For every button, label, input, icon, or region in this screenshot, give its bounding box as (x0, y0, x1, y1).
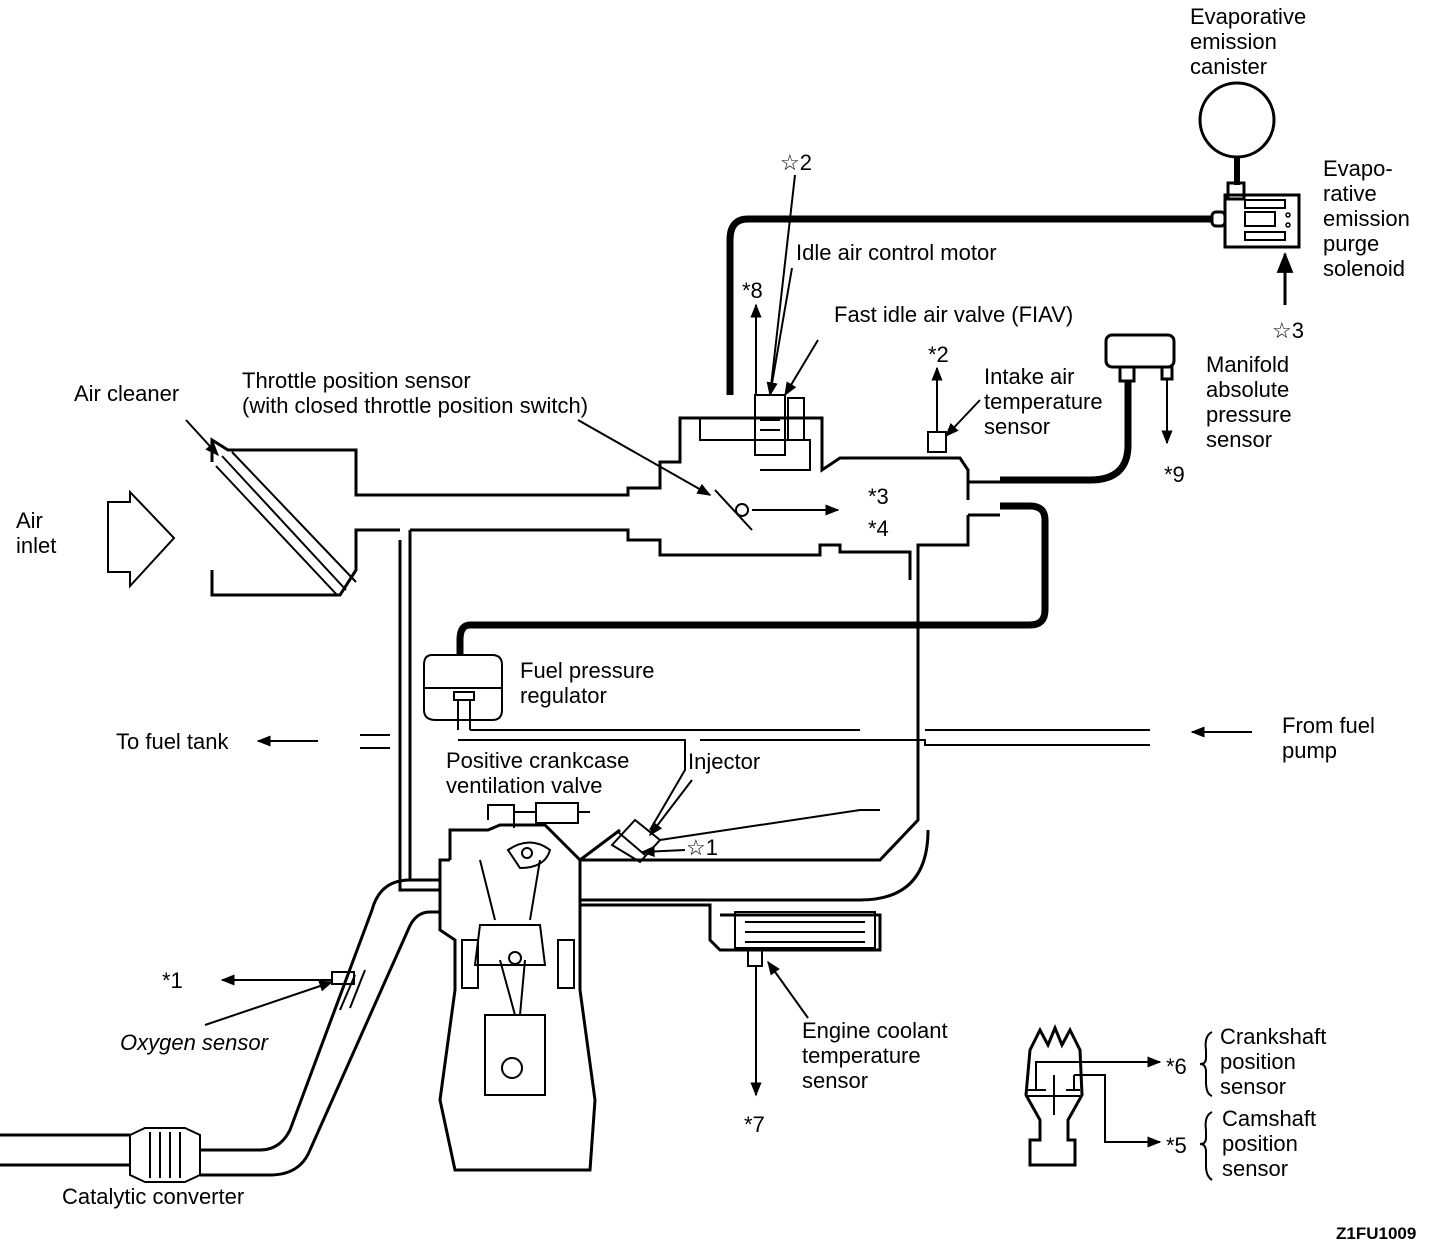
label-star2: ☆2 (780, 150, 812, 175)
air-inlet-arrow (107, 489, 176, 589)
label-catalytic-converter: Catalytic converter (62, 1184, 245, 1209)
throttle-plate (714, 489, 753, 531)
label-to-fuel-tank: To fuel tank (116, 729, 229, 754)
label-ref9: *9 (1164, 462, 1185, 487)
label-fiav: Fast idle air valve (FIAV) (834, 302, 1074, 327)
iac-leader (766, 267, 793, 397)
label-evap-purge-solenoid: Evapo- rative emission purge solenoid (1323, 156, 1410, 281)
iat-leader (945, 399, 981, 438)
distributor-shape (1024, 1024, 1084, 1167)
evap-canister-shape (1198, 81, 1276, 159)
label-oxygen-sensor: Oxygen sensor (120, 1030, 268, 1055)
star1-arrow (640, 845, 686, 858)
injector-shape (610, 818, 662, 864)
label-camshaft-position-sensor: Camshaft position sensor (1222, 1106, 1317, 1181)
label-fuel-pressure-regulator: Fuel pressure regulator (520, 658, 655, 708)
oxygen-sensor-shape (331, 971, 355, 985)
map-sensor-shape (1104, 333, 1176, 383)
star2-leader (769, 174, 796, 396)
label-ref7: *7 (744, 1112, 765, 1137)
label-ref4: *4 (868, 516, 889, 541)
label-ref3: *3 (868, 484, 889, 509)
label-ref1: *1 (162, 968, 183, 993)
ref6-arrow (1035, 1056, 1162, 1070)
label-ref8: *8 (742, 278, 763, 303)
label-ref2: *2 (928, 342, 949, 367)
exhaust-pipe-shape (0, 878, 440, 1177)
iat-sensor-shape (927, 431, 947, 453)
pcv-valve-shape (487, 802, 590, 828)
fuel-pressure-regulator-shape (423, 654, 503, 730)
label-ref6: *6 (1166, 1054, 1187, 1079)
purge-hose (726, 215, 1212, 395)
water-jacket-shape (734, 911, 876, 949)
label-air-cleaner: Air cleaner (74, 381, 180, 406)
label-pcv-valve: Positive crankcase ventilation valve (446, 748, 630, 798)
label-engine-coolant-temp-sensor: Engine coolant temperature sensor (802, 1018, 948, 1093)
label-injector: Injector (688, 749, 761, 774)
label-idle-air-control-motor: Idle air control motor (796, 240, 997, 265)
label-air-inlet: Air inlet (16, 508, 57, 558)
crank-brace (1199, 1031, 1213, 1097)
fiav-leader (784, 339, 819, 397)
label-evap-canister: Evaporative emission canister (1190, 4, 1307, 79)
ref5-arrow (1074, 1074, 1162, 1148)
label-star1: ☆1 (686, 835, 718, 860)
oxygen-sensor-leader (204, 980, 334, 1026)
label-throttle-position-sensor: Throttle position sensor (with closed th… (242, 368, 589, 418)
injector-leader (649, 779, 693, 837)
engine-block-shape (438, 823, 882, 1172)
cam-brace (1199, 1111, 1213, 1181)
catalytic-converter-shape (129, 1127, 201, 1183)
label-map-sensor: Manifold absolute pressure sensor (1206, 352, 1292, 452)
ect-leader (767, 960, 809, 1019)
label-ref5: *5 (1166, 1133, 1187, 1158)
iac-motor-shape (754, 394, 805, 456)
air-cleaner-leader (185, 419, 219, 457)
fuel-lines (360, 729, 1150, 841)
label-from-fuel-pump: From fuel pump (1282, 713, 1375, 763)
tps-leader (577, 419, 712, 496)
air-cleaner-shape (210, 437, 620, 597)
label-star3: ☆3 (1272, 318, 1304, 343)
figure-code: Z1FU1009 (1336, 1224, 1417, 1243)
evap-purge-solenoid-shape (1210, 181, 1301, 249)
label-intake-air-temp-sensor: Intake air temperature sensor (984, 364, 1103, 439)
label-crankshaft-position-sensor: Crankshaft position sensor (1220, 1024, 1327, 1099)
map-hose (1000, 381, 1132, 484)
regulator-vacuum-hose (456, 502, 1049, 655)
